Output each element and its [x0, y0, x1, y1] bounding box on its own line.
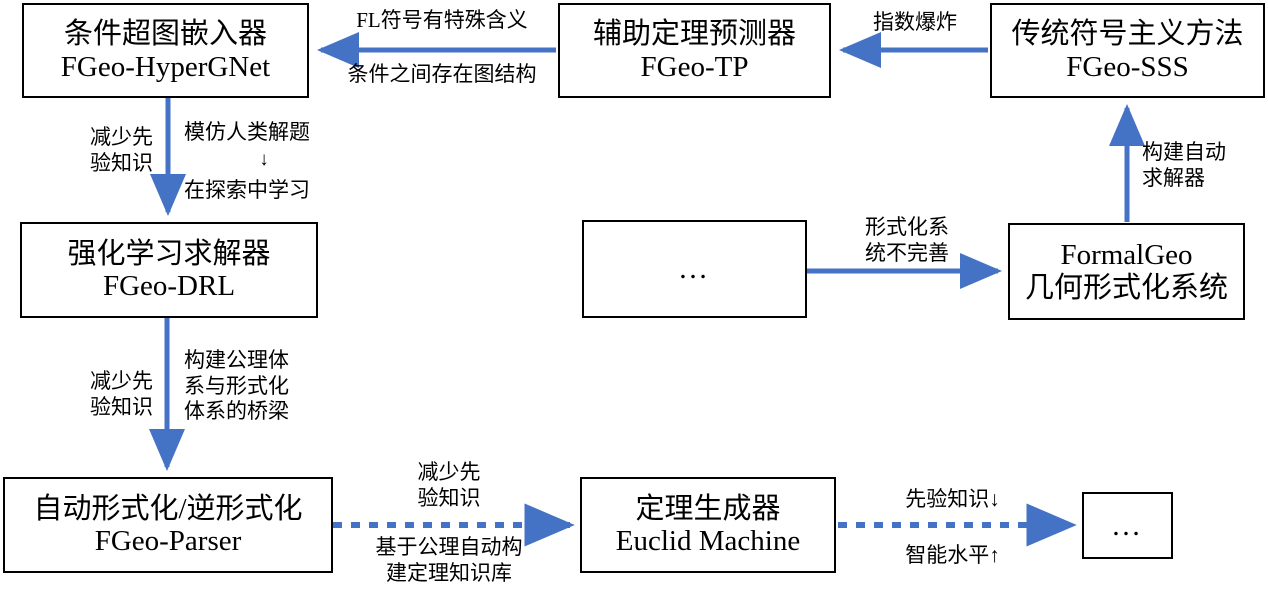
node-euclid-line2: Euclid Machine — [615, 525, 801, 557]
node-tp-line2: FGeo-TP — [640, 50, 749, 83]
label-sss-to-tp: 指数爆炸 — [873, 10, 957, 34]
node-ellipsis-end[interactable]: … — [1082, 492, 1173, 559]
node-parser-line2: FGeo-Parser — [94, 525, 242, 557]
label-parser-to-euclid-below: 基于公理自动构 建定理知识库 — [375, 535, 523, 585]
label-hypergnet-to-drl-left: 减少先 验知识 — [90, 125, 153, 175]
node-drl-line2: FGeo-DRL — [102, 270, 236, 302]
node-formalgeo-line2: 几何形式化系统 — [1024, 271, 1228, 304]
label-tp-to-hypergnet-below: 条件之间存在图结构 — [347, 62, 537, 86]
label-ellipsis-to-formalgeo: 形式化系 统不完善 — [865, 215, 949, 265]
node-tp-line1: 辅助定理预测器 — [592, 18, 796, 51]
label-drl-to-parser-right: 构建公理体 系与形式化 体系的桥梁 — [184, 348, 289, 424]
label-tp-to-hypergnet-above: FL符号有特殊含义 — [356, 8, 528, 32]
node-ellipsis-mid-dots: … — [678, 252, 711, 285]
label-hypergnet-to-drl-right-top: 模仿人类解题 — [184, 120, 310, 144]
node-formalgeo-line1: FormalGeo — [1060, 239, 1193, 272]
label-euclid-to-ellipsis-below: 智能水平↑ — [905, 543, 1000, 567]
node-formalgeo[interactable]: FormalGeo 几何形式化系统 — [1008, 223, 1245, 320]
label-hypergnet-to-drl-right-bottom: 在探索中学习 — [184, 178, 310, 202]
node-drl-line1: 强化学习求解器 — [67, 237, 271, 270]
node-parser-line1: 自动形式化/逆形式化 — [33, 492, 303, 525]
node-drl[interactable]: 强化学习求解器 FGeo-DRL — [20, 222, 318, 318]
node-sss[interactable]: 传统符号主义方法 FGeo-SSS — [990, 3, 1265, 98]
node-hypergnet[interactable]: 条件超图嵌入器 FGeo-HyperGNet — [22, 3, 309, 98]
node-euclid-line1: 定理生成器 — [635, 492, 781, 525]
node-sss-line1: 传统符号主义方法 — [1011, 18, 1244, 51]
label-euclid-to-ellipsis-above: 先验知识↓ — [905, 487, 1000, 511]
node-sss-line2: FGeo-SSS — [1066, 50, 1189, 83]
label-formalgeo-to-sss: 构建自动 求解器 — [1142, 140, 1226, 190]
node-tp[interactable]: 辅助定理预测器 FGeo-TP — [558, 3, 831, 98]
label-drl-to-parser-left: 减少先 验知识 — [90, 369, 153, 419]
node-ellipsis-end-dots: … — [1111, 508, 1144, 542]
node-parser[interactable]: 自动形式化/逆形式化 FGeo-Parser — [3, 477, 333, 573]
node-hypergnet-line1: 条件超图嵌入器 — [63, 18, 267, 51]
node-euclid[interactable]: 定理生成器 Euclid Machine — [580, 477, 836, 573]
node-ellipsis-mid[interactable]: … — [582, 220, 807, 318]
node-hypergnet-line2: FGeo-HyperGNet — [60, 50, 271, 83]
label-parser-to-euclid-above: 减少先 验知识 — [417, 460, 481, 510]
label-hypergnet-to-drl-right-arrow: ↓ — [259, 149, 269, 170]
